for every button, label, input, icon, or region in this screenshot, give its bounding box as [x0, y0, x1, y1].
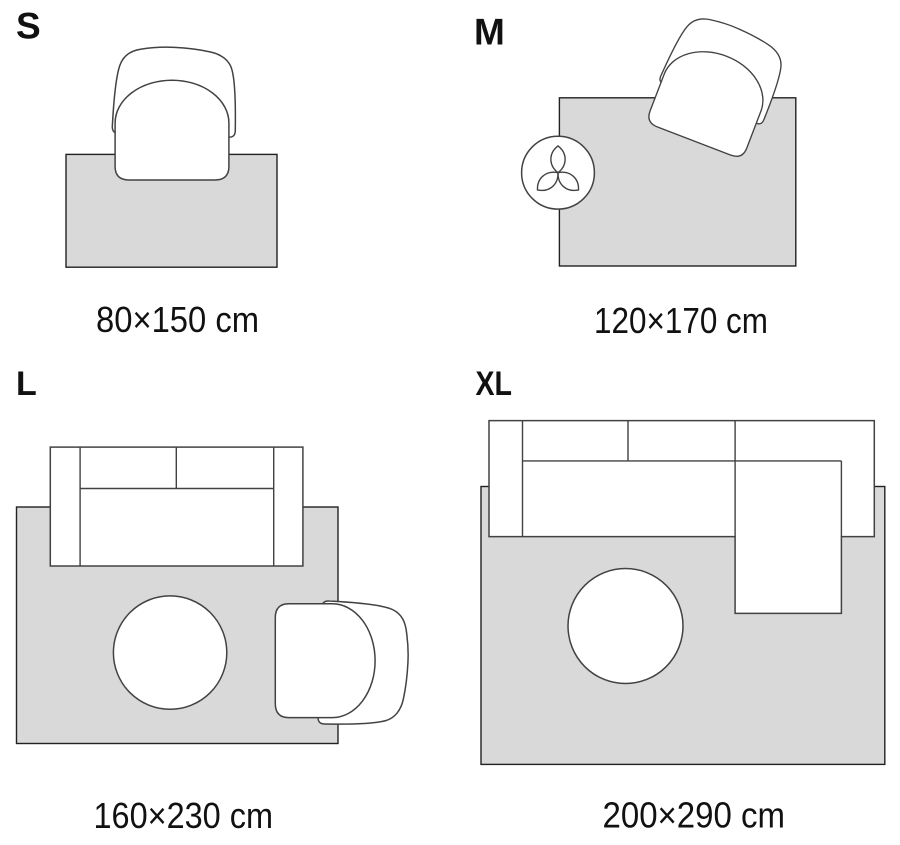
svg-text:120×170 cm: 120×170 cm [594, 300, 768, 341]
svg-text:S: S [16, 5, 41, 46]
svg-text:M: M [474, 11, 505, 52]
svg-text:L: L [16, 365, 37, 403]
svg-text:160×230 cm: 160×230 cm [94, 795, 274, 836]
svg-text:80×150 cm: 80×150 cm [96, 299, 259, 340]
svg-text:200×290 cm: 200×290 cm [603, 795, 786, 836]
svg-text:XL: XL [476, 365, 513, 403]
